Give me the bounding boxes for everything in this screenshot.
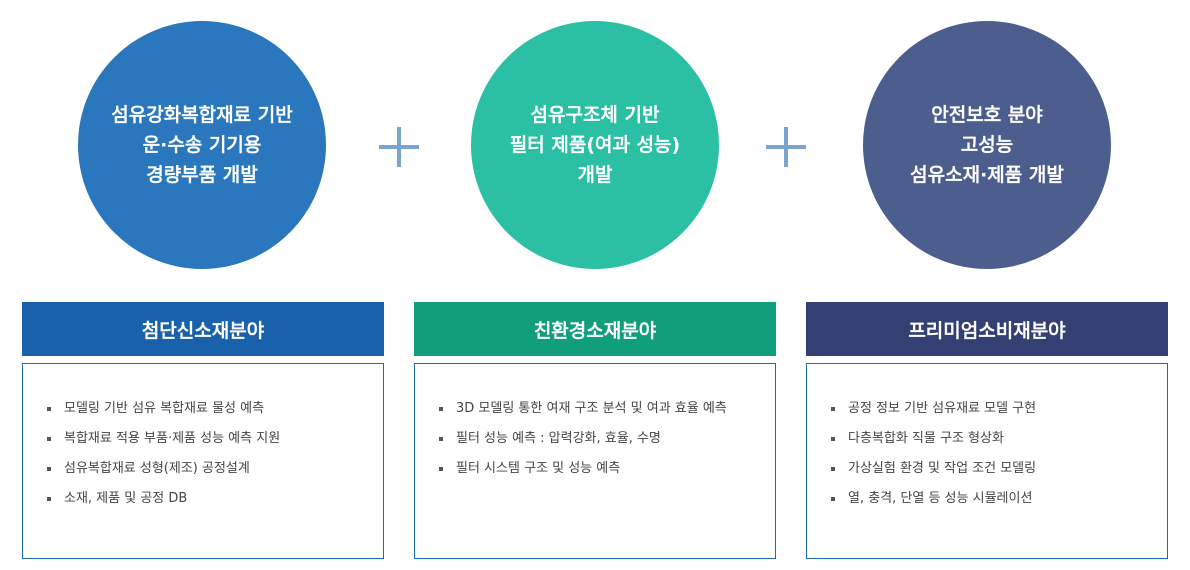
list-item: 복합재료 적용 부품·제품 성능 예측 지원 — [47, 424, 383, 454]
list-item: 다층복합화 직물 구조 형상화 — [831, 424, 1167, 454]
category-box-advanced-materials: 모델링 기반 섬유 복합재료 물성 예측 복합재료 적용 부품·제품 성능 예측… — [22, 363, 384, 559]
circle-text-line: 경량부품 개발 — [146, 164, 258, 186]
list-item: 모델링 기반 섬유 복합재료 물성 예측 — [47, 394, 383, 424]
circle-text-line: 필터 제품(여과 성능) — [509, 134, 681, 156]
category-title: 친환경소재분야 — [533, 319, 657, 342]
circle-text-line: 섬유소재·제품 개발 — [910, 164, 1064, 186]
circle-text-line: 개발 — [577, 164, 613, 186]
category-title: 프리미엄소비재분야 — [908, 319, 1066, 342]
list-item: 섬유복합재료 성형(제조) 공정설계 — [47, 454, 383, 484]
list-item: 필터 성능 예측 : 압력강화, 효율, 수명 — [439, 424, 775, 454]
list-item: 소재, 제품 및 공정 DB — [47, 484, 383, 514]
plus-icon — [766, 127, 806, 167]
item-list: 공정 정보 기반 섬유재료 모델 구현 다층복합화 직물 구조 형상화 가상실험… — [807, 364, 1167, 514]
category-header-premium-consumer-goods: 프리미엄소비재분야 — [806, 302, 1168, 356]
item-list: 3D 모델링 통한 여재 구조 분석 및 여과 효율 예측 필터 성능 예측 :… — [415, 364, 775, 484]
category-header-advanced-materials: 첨단신소재분야 — [22, 302, 384, 356]
item-list: 모델링 기반 섬유 복합재료 물성 예측 복합재료 적용 부품·제품 성능 예측… — [23, 364, 383, 514]
list-item: 3D 모델링 통한 여재 구조 분석 및 여과 효율 예측 — [439, 394, 775, 424]
list-item: 열, 충격, 단열 등 성능 시뮬레이션 — [831, 484, 1167, 514]
category-title: 첨단신소재분야 — [141, 319, 265, 342]
category-header-eco-materials: 친환경소재분야 — [414, 302, 776, 356]
circle-text-line: 안전보호 분야 — [931, 104, 1043, 126]
circle-filter-products: 섬유구조체 기반 필터 제품(여과 성능) 개발 — [471, 21, 719, 269]
circle-safety-protection: 안전보호 분야 고성능 섬유소재·제품 개발 — [863, 21, 1111, 269]
list-item: 가상실험 환경 및 작업 조건 모델링 — [831, 454, 1167, 484]
category-box-premium-consumer-goods: 공정 정보 기반 섬유재료 모델 구현 다층복합화 직물 구조 형상화 가상실험… — [806, 363, 1168, 559]
circle-text-line: 고성능 — [960, 134, 1014, 156]
list-item: 공정 정보 기반 섬유재료 모델 구현 — [831, 394, 1167, 424]
plus-icon — [379, 127, 419, 167]
list-item: 필터 시스템 구조 및 성능 예측 — [439, 454, 775, 484]
circle-text-line: 섬유구조체 기반 — [530, 104, 660, 126]
circle-text-line: 섬유강화복합재료 기반 — [111, 104, 293, 126]
circle-composite-lightweight-parts: 섬유강화복합재료 기반 운·수송 기기용 경량부품 개발 — [78, 21, 326, 269]
circle-text-line: 운·수송 기기용 — [142, 134, 262, 156]
category-box-eco-materials: 3D 모델링 통한 여재 구조 분석 및 여과 효율 예측 필터 성능 예측 :… — [414, 363, 776, 559]
